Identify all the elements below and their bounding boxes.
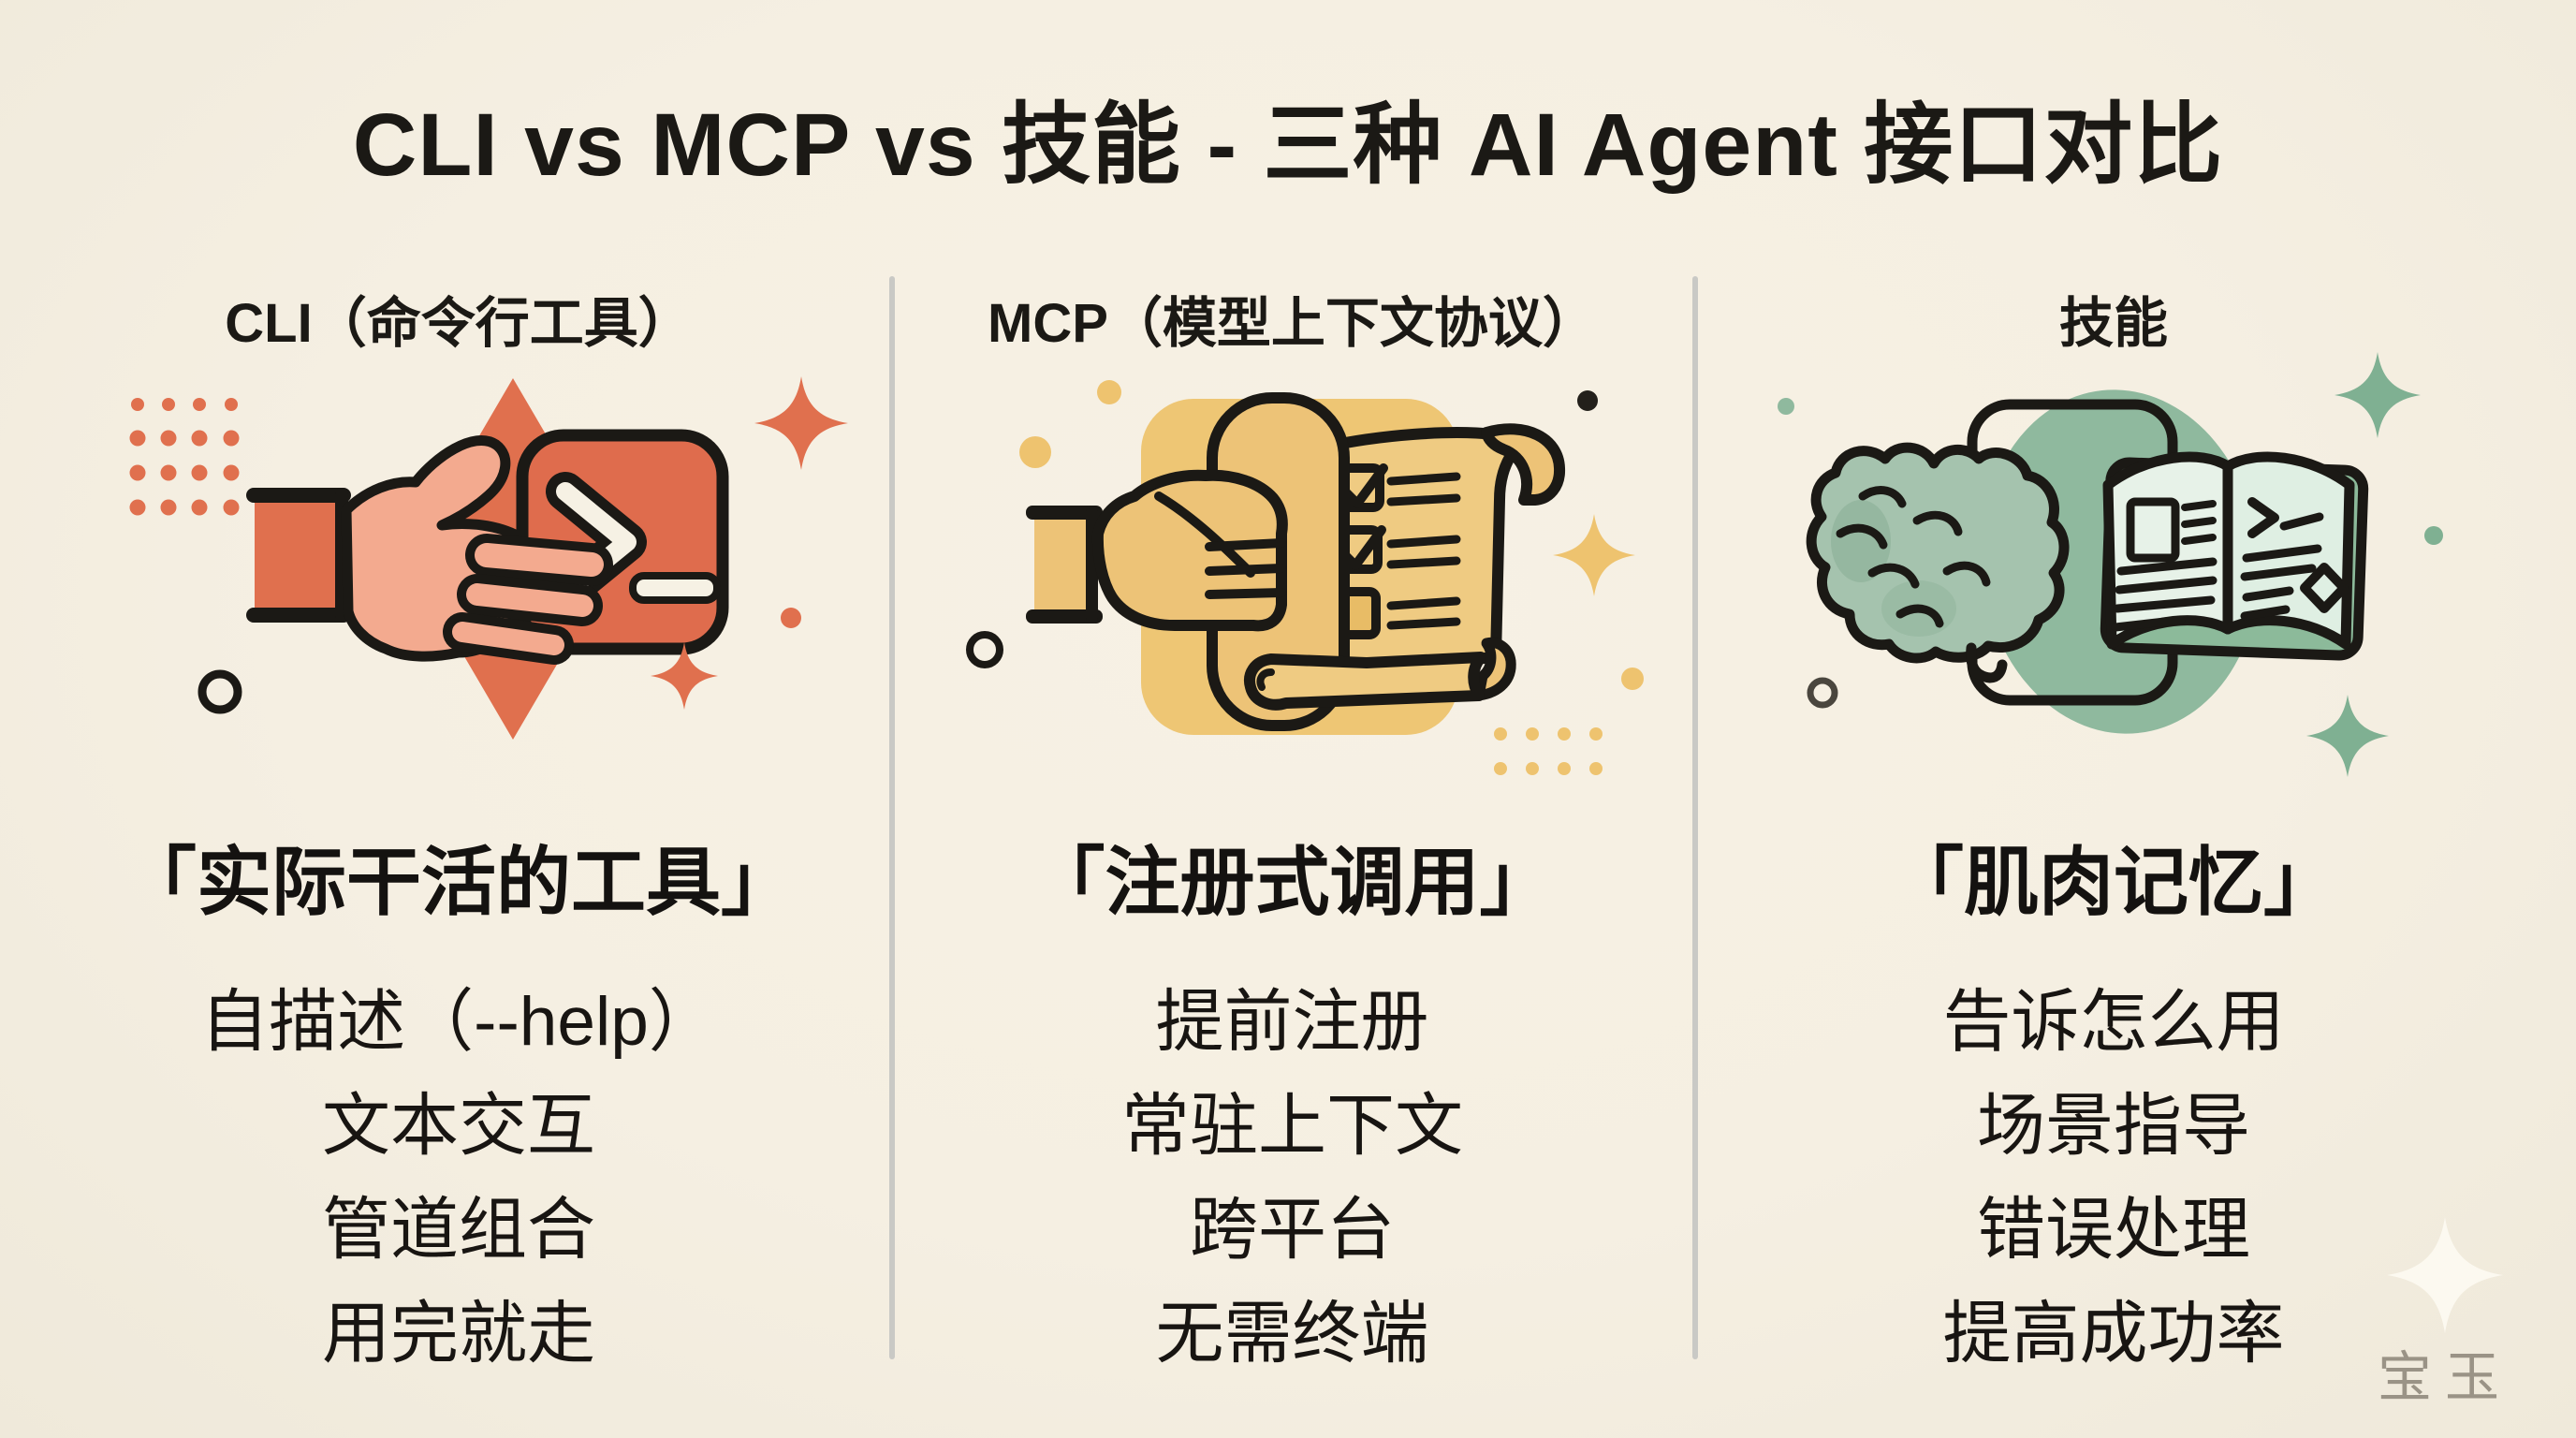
list-item: 用完就走: [322, 1296, 595, 1372]
dot-decoration: [1019, 436, 1051, 468]
ring-decoration: [198, 669, 242, 714]
page-title: CLI vs MCP vs 技能 - 三种 AI Agent 接口对比: [352, 95, 2224, 195]
brain-and-open-book-icon: [1778, 352, 2443, 777]
dot-decoration: [1577, 390, 1598, 411]
column-divider-right: [1692, 276, 1698, 1359]
open-book-icon: [2100, 451, 2369, 661]
list-item: 提前注册: [1155, 984, 1429, 1060]
column-cli: CLI（命令行工具） 「实际干活的工具」 自描述（--help） 文本交互 管道…: [37, 0, 880, 1438]
watermark: 宝玉: [2344, 1217, 2550, 1429]
hand-holding-terminal-icon: [129, 376, 848, 740]
sleeve-cuff: [1026, 506, 1103, 624]
column-divider-left: [889, 276, 895, 1359]
dot-decoration: [781, 608, 801, 628]
list-item: 场景指导: [1977, 1088, 2250, 1164]
watermark-sparkle-icon: [2387, 1217, 2503, 1333]
fist-shape: [1091, 469, 1288, 632]
list-item: 告诉怎么用: [1942, 984, 2285, 1060]
sparkle-icon: [1553, 514, 1635, 596]
column-mcp: MCP（模型上下文协议） 「注册式调用」 提前注册 常驻上下文 跨平台 无需终端: [897, 0, 1688, 1438]
brain-icon: [1806, 442, 2070, 683]
dots-grid-decoration: [1494, 727, 1603, 775]
column-mcp-subtitle: 「注册式调用」: [1030, 841, 1555, 924]
column-skills-header: 技能: [2058, 293, 2168, 354]
list-item: 提高成功率: [1942, 1296, 2285, 1372]
column-skills: 技能 「肌肉记忆」 告诉怎么用 场景指导 错误处理 提高成功率: [1697, 0, 2530, 1438]
list-item: 文本交互: [322, 1088, 595, 1164]
column-cli-header: CLI（命令行工具）: [225, 293, 693, 354]
column-skills-feature-list: 告诉怎么用 场景指导 错误处理 提高成功率: [1697, 970, 2530, 1386]
dot-decoration: [1097, 380, 1121, 404]
dot-decoration: [1621, 668, 1644, 690]
list-item: 管道组合: [322, 1192, 595, 1268]
list-item: 错误处理: [1977, 1192, 2250, 1268]
dot-decoration: [1778, 398, 1794, 415]
list-item: 跨平台: [1190, 1192, 1395, 1268]
sleeve-cuff: [246, 488, 351, 623]
list-item: 无需终端: [1155, 1296, 1429, 1372]
list-item: 自描述（--help）: [200, 984, 717, 1060]
list-item: 常驻上下文: [1121, 1088, 1463, 1164]
watermark-text: 宝玉: [2377, 1345, 2512, 1409]
column-skills-subtitle: 「肌肉记忆」: [1889, 841, 2338, 924]
scroll-bottom-curl: [1244, 637, 1516, 711]
sparkle-icon: [2306, 695, 2389, 777]
fist-holding-checklist-scroll-icon: [966, 380, 1644, 775]
ring-decoration: [966, 631, 1003, 668]
column-mcp-header: MCP（模型上下文协议）: [988, 293, 1597, 354]
sparkle-icon: [754, 376, 848, 470]
sparkle-icon: [651, 642, 718, 710]
sparkle-icon: [2334, 352, 2421, 438]
ring-decoration: [1807, 677, 1838, 709]
dot-decoration: [2424, 526, 2443, 545]
dots-grid-decoration: [129, 398, 240, 516]
column-mcp-feature-list: 提前注册 常驻上下文 跨平台 无需终端: [897, 970, 1688, 1386]
checklist-scroll: [1316, 423, 1566, 678]
hand-fingers: [443, 534, 613, 665]
column-cli-subtitle: 「实际干活的工具」: [122, 841, 796, 924]
column-cli-feature-list: 自描述（--help） 文本交互 管道组合 用完就走: [37, 970, 880, 1386]
